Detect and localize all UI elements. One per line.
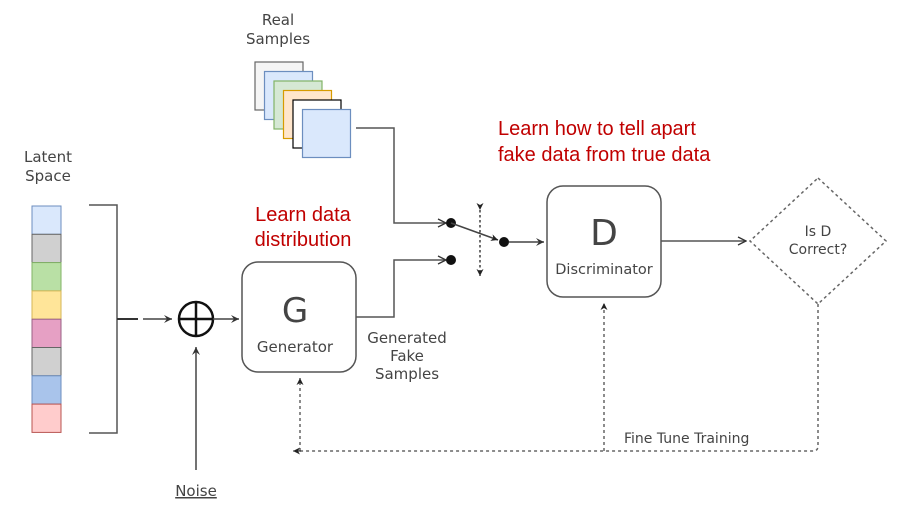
generated-label-line1: Generated — [367, 329, 447, 347]
latent-space-label-line2: Space — [25, 167, 71, 185]
latent-cell-rose — [31, 403, 62, 433]
generator-block: G Generator — [241, 261, 357, 373]
feedback-label: Fine Tune Training — [624, 431, 749, 447]
discriminator-note-line2: fake data from true data — [498, 144, 711, 166]
latent-cell-pink — [31, 318, 62, 349]
latent-cell-blue — [31, 375, 62, 405]
latent-cell-yellow — [31, 290, 62, 320]
latent-cell-gray — [31, 233, 62, 264]
generated-label-line2: Fake — [390, 347, 424, 365]
discriminator-block: D Discriminator — [546, 185, 662, 298]
generator-note-line1: Learn data — [255, 204, 352, 226]
switch-output — [499, 237, 509, 247]
switch — [446, 203, 509, 276]
real-sample-card — [301, 108, 352, 159]
generator-label: Generator — [257, 338, 334, 356]
discriminator-note-line1: Learn how to tell apart — [498, 118, 696, 140]
latent-cell-green — [31, 262, 62, 292]
discriminator-letter: D — [590, 213, 618, 254]
real-samples-stack — [254, 61, 352, 159]
switch-input-fake — [446, 255, 456, 265]
latent-cell-gray — [31, 347, 62, 377]
generator-note-line2: distribution — [255, 229, 352, 251]
generator-output-wire — [356, 260, 446, 318]
real-samples-label-line1: Real — [262, 11, 294, 29]
real-samples-label-line2: Samples — [246, 30, 310, 48]
decision-diamond: Is D Correct? — [748, 176, 888, 306]
real-samples-wire — [356, 127, 446, 223]
generator-letter: G — [282, 291, 308, 331]
noise-label: Noise — [175, 482, 217, 500]
decision-label-line2: Correct? — [789, 242, 848, 258]
latent-vector — [31, 205, 62, 433]
latent-space-label-line1: Latent — [24, 148, 72, 166]
decision-label-line1: Is D — [805, 224, 832, 240]
discriminator-label: Discriminator — [555, 262, 652, 278]
adder-icon — [177, 300, 215, 338]
latent-bracket — [89, 204, 118, 434]
feedback-loop-line — [300, 304, 819, 452]
generated-label-line3: Samples — [375, 365, 439, 383]
latent-cell-light-blue — [31, 205, 62, 235]
